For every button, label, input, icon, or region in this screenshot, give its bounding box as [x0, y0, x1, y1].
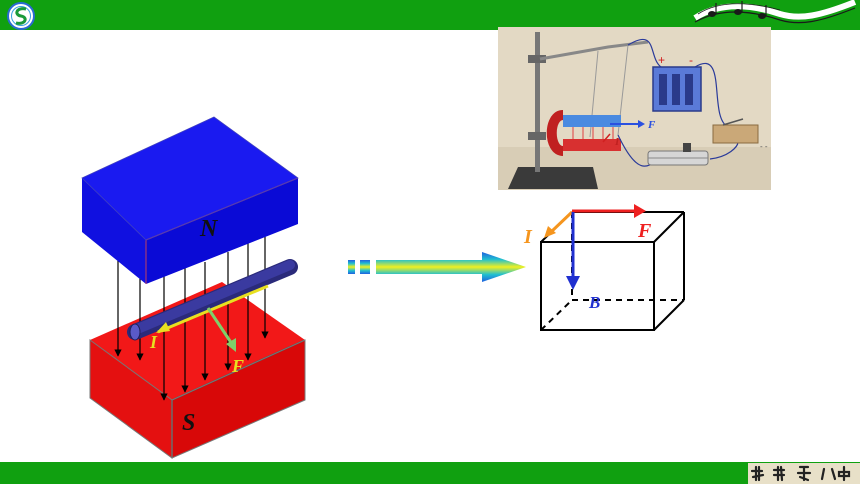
school-logo-icon	[7, 2, 35, 30]
box-current-label: I	[523, 226, 533, 248]
force-label: F	[231, 356, 244, 376]
battery-minus-label: -	[689, 53, 693, 67]
current-arrow	[156, 284, 269, 334]
conductor-rod	[127, 259, 298, 341]
south-pole-label: S	[182, 410, 195, 436]
footer-bar	[0, 462, 860, 484]
box-force-label: F	[637, 220, 652, 242]
north-pole-label: N	[199, 216, 219, 242]
switch	[712, 124, 759, 144]
photo-force-label: F	[647, 119, 656, 131]
photo-magnet-top	[563, 115, 621, 127]
music-notes-icon	[693, 0, 857, 24]
photo-current-label: I	[614, 136, 620, 148]
box-force-arrow	[572, 204, 646, 218]
battery-plus-label: +	[658, 53, 665, 67]
magnetic-field-lines	[114, 232, 269, 401]
school-name-stamp	[748, 463, 860, 484]
stand-base	[508, 167, 598, 189]
photo-magnet-bottom	[563, 139, 621, 151]
header-bar	[0, 0, 860, 30]
south-pole-magnet	[89, 282, 306, 459]
box-field-arrow	[566, 212, 580, 290]
box-current-arrow	[544, 210, 574, 238]
direction-cube	[540, 211, 685, 331]
box-field-label: B	[588, 293, 600, 312]
stand-rod	[535, 32, 540, 172]
right-arrow-icon	[348, 252, 526, 282]
svg-text:- -: - -	[760, 142, 768, 151]
experiment-photo: F I + - - -	[498, 27, 771, 190]
north-pole-magnet	[81, 116, 299, 284]
current-label: I	[149, 332, 158, 352]
force-arrow	[206, 307, 236, 352]
